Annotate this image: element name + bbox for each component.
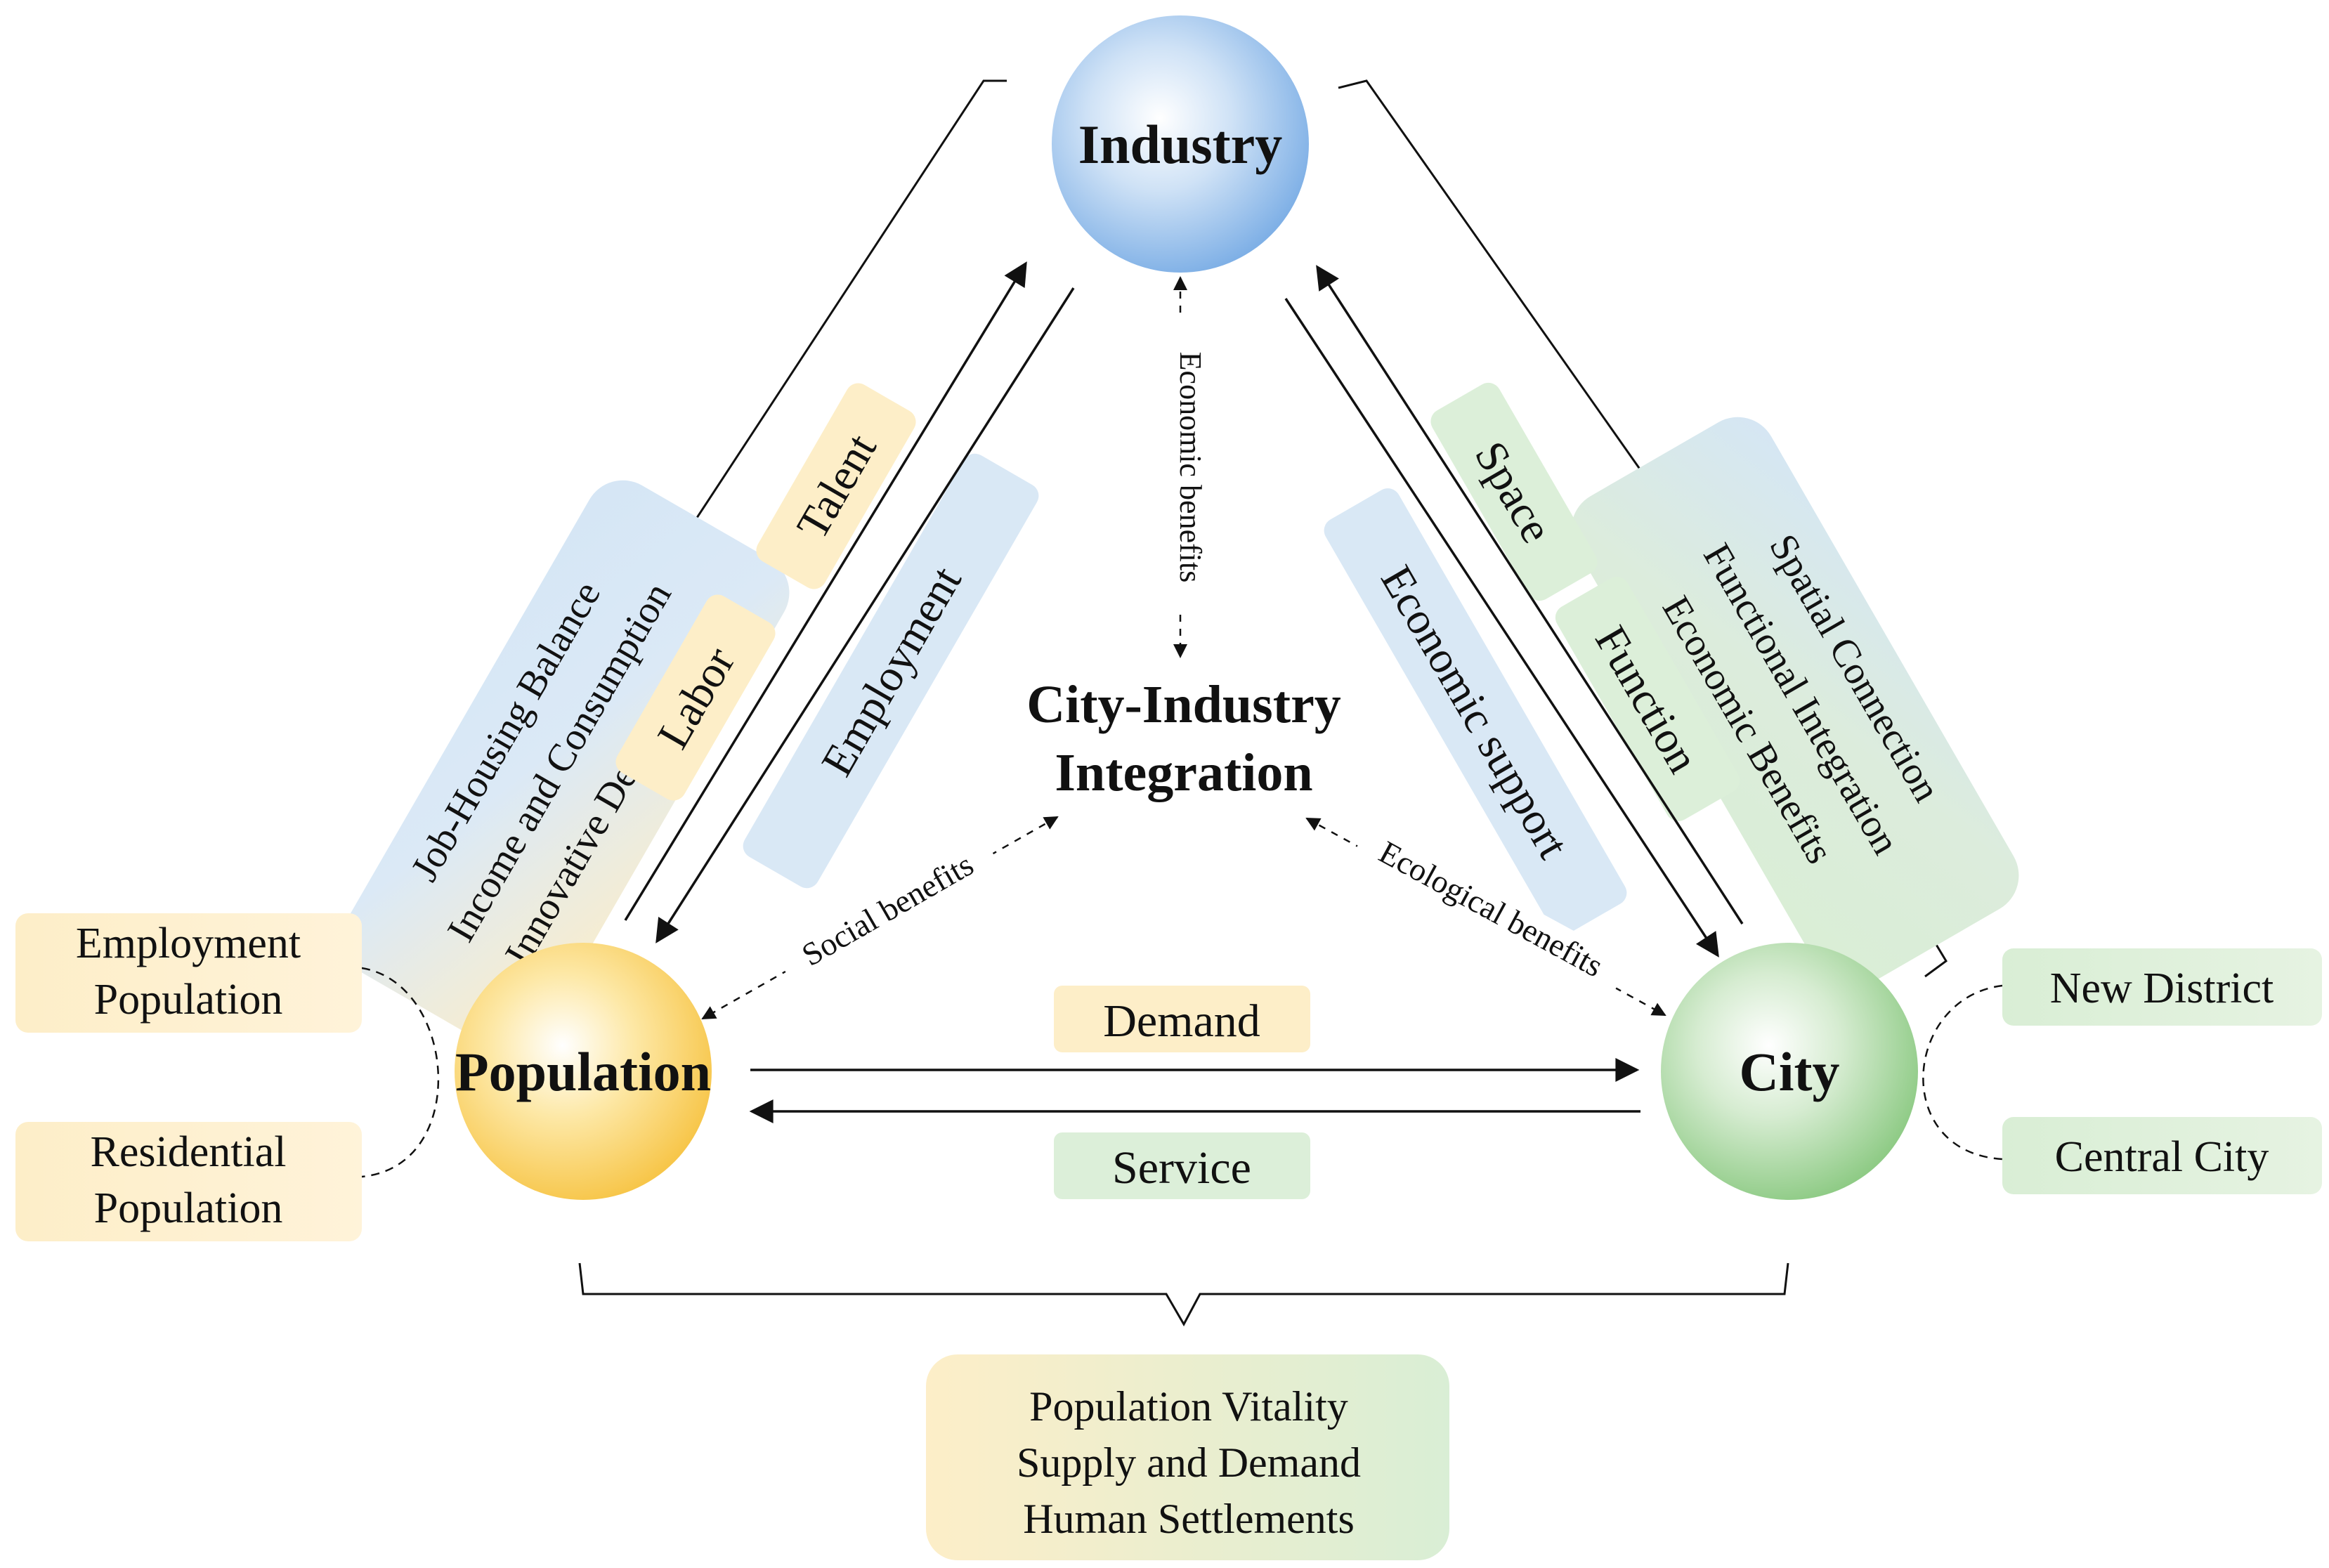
bottom-box-line-3: Human Settlements xyxy=(1023,1496,1355,1542)
industry-node: Industry xyxy=(1052,15,1309,273)
social-benefits-arrow xyxy=(701,816,1059,1020)
service-label: Service xyxy=(1054,1132,1310,1199)
svg-text:Residential: Residential xyxy=(91,1128,287,1176)
employment-population-box: Employment Population xyxy=(15,913,362,1033)
city-to-industry-arrow xyxy=(1316,265,1744,925)
economic-benefits-label: Economic benefits xyxy=(1173,320,1210,615)
bottom-box-line-2: Supply and Demand xyxy=(1017,1439,1361,1486)
new-district-box: New District xyxy=(2002,948,2322,1026)
population-to-industry-arrow xyxy=(624,261,1027,921)
svg-text:Central City: Central City xyxy=(2055,1133,2269,1181)
population-label: Population xyxy=(455,1041,711,1102)
population-node: Population xyxy=(455,943,712,1200)
svg-text:New District: New District xyxy=(2050,965,2274,1012)
bottom-bracket xyxy=(578,1262,1789,1327)
city-label: City xyxy=(1740,1041,1840,1102)
city-types-arc xyxy=(1922,984,2003,1161)
industry-label: Industry xyxy=(1078,114,1282,175)
central-city-box: Central City xyxy=(2002,1117,2322,1194)
residential-population-box: Residential Population xyxy=(15,1122,362,1241)
bottom-box-line-1: Population Vitality xyxy=(1029,1383,1348,1430)
demand-label: Demand xyxy=(1054,986,1310,1052)
svg-text:Demand: Demand xyxy=(1103,995,1260,1047)
talent-label: Talent xyxy=(756,383,916,589)
svg-text:Population: Population xyxy=(94,1184,283,1232)
city-node: City xyxy=(1661,943,1918,1200)
center-title-line-1: City-Industry xyxy=(1026,675,1341,734)
center-title-line-2: Integration xyxy=(1055,743,1312,802)
svg-text:Employment: Employment xyxy=(76,920,301,967)
svg-text:Population: Population xyxy=(94,976,283,1024)
svg-text:Economic support: Economic support xyxy=(1371,557,1579,867)
population-types-arc xyxy=(361,967,439,1178)
svg-text:Service: Service xyxy=(1112,1142,1251,1194)
svg-text:Economic benefits: Economic benefits xyxy=(1173,352,1208,583)
bottom-indicator-box: Population Vitality Supply and Demand Hu… xyxy=(926,1354,1449,1560)
